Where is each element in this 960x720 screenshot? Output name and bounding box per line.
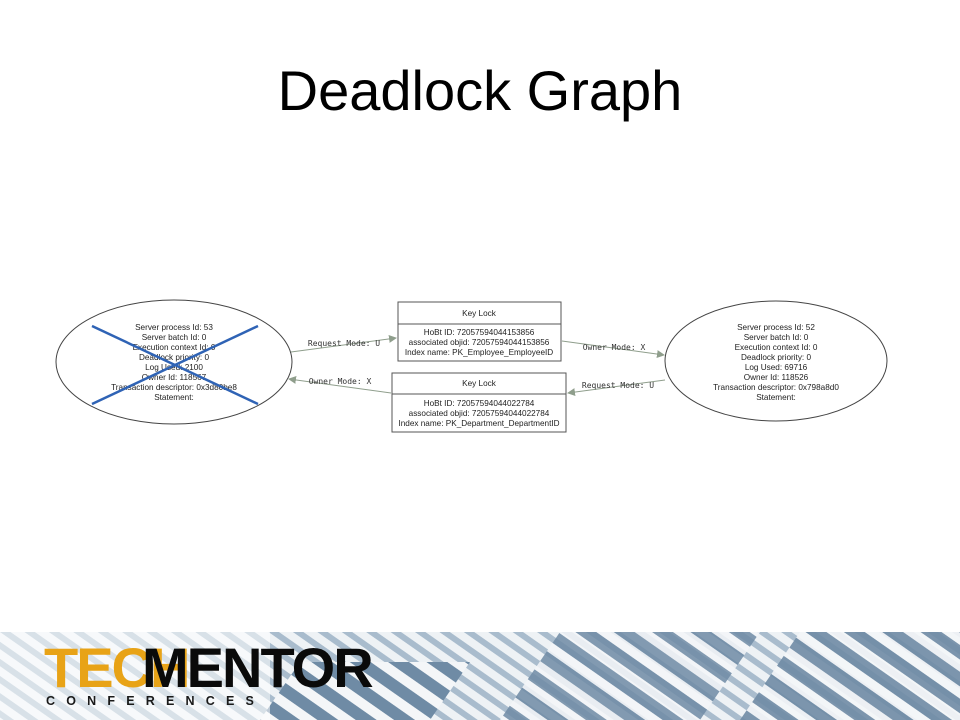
logo-conferences-text: CONFERENCES xyxy=(46,694,266,708)
process-right-line: Deadlock priority: 0 xyxy=(741,353,812,362)
process-left-line: Server batch Id: 0 xyxy=(142,333,207,342)
slide-title: Deadlock Graph xyxy=(277,59,683,122)
process-node-right[interactable]: Server process Id: 52 Server batch Id: 0… xyxy=(664,300,888,422)
process-left-line: Log Used: 2100 xyxy=(145,363,203,372)
process-right-line: Log Used: 69716 xyxy=(745,363,808,372)
edge-right-to-bottom-lock: Request Mode: U xyxy=(567,379,666,397)
process-right-line: Server batch Id: 0 xyxy=(744,333,809,342)
key-lock-node-bottom[interactable]: Key Lock HoBt ID: 72057594044022784 asso… xyxy=(391,372,567,433)
process-left-line: Execution context Id: 0 xyxy=(133,343,216,352)
key-lock-line: Index name: PK_Department_DepartmentID xyxy=(398,419,559,428)
key-lock-line: associated objid: 72057594044022784 xyxy=(409,409,550,418)
process-right-line: Transaction descriptor: 0x798a8d0 xyxy=(713,383,839,392)
key-lock-line: associated objid: 72057594044153856 xyxy=(409,338,550,347)
key-lock-header: Key Lock xyxy=(462,309,497,318)
process-left-line: Statement: xyxy=(154,393,194,402)
process-right-line: Server process Id: 52 xyxy=(737,323,815,332)
logo-tech-text: TECH xyxy=(44,636,190,699)
process-left-line: Transaction descriptor: 0x3d80be8 xyxy=(111,383,237,392)
edge-label: Request Mode: U xyxy=(308,339,380,348)
key-lock-line: HoBt ID: 72057594044153856 xyxy=(424,328,535,337)
edge-label: Owner Mode: X xyxy=(309,377,372,386)
edge-bottom-lock-to-left: Owner Mode: X xyxy=(288,375,392,394)
key-lock-node-top[interactable]: Key Lock HoBt ID: 72057594044153856 asso… xyxy=(397,301,562,362)
process-right-line: Execution context Id: 0 xyxy=(735,343,818,352)
edge-label: Request Mode: U xyxy=(582,381,654,390)
victim-cross-icon xyxy=(91,324,259,406)
key-lock-line: HoBt ID: 72057594044022784 xyxy=(424,399,535,408)
process-left-line: Server process Id: 53 xyxy=(135,323,213,332)
logo-mentor-text: MENTOR xyxy=(142,636,374,699)
process-left-line: Deadlock priority: 0 xyxy=(139,353,210,362)
edge-left-to-top-lock: Request Mode: U xyxy=(290,334,397,353)
key-lock-line: Index name: PK_Employee_EmployeeID xyxy=(405,348,553,357)
footer-banner xyxy=(0,632,960,720)
process-right-line: Statement: xyxy=(756,393,796,402)
process-node-left[interactable]: Server process Id: 53 Server batch Id: 0… xyxy=(55,299,293,425)
edge-top-lock-to-right: Owner Mode: X xyxy=(561,340,665,359)
process-right-line: Owner Id: 118526 xyxy=(744,373,809,382)
process-left-line: Owner Id: 118567 xyxy=(142,373,207,382)
key-lock-header: Key Lock xyxy=(462,379,497,388)
edge-label: Owner Mode: X xyxy=(583,343,646,352)
